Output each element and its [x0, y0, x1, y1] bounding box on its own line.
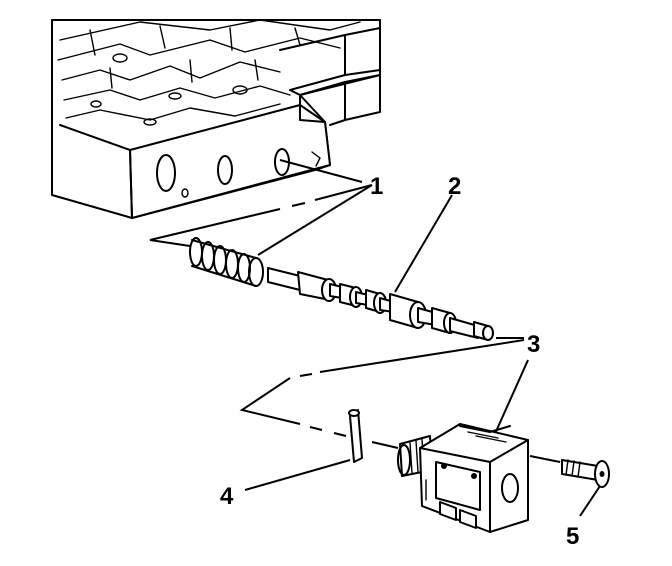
valve-spool-icon	[267, 267, 494, 341]
callout-3: 3	[527, 331, 540, 358]
leader-4	[244, 459, 351, 491]
spring-icon	[189, 237, 264, 287]
leader-3	[239, 337, 529, 449]
callout-2: 2	[448, 173, 461, 200]
solenoid-icon	[397, 423, 529, 533]
bolt-icon	[561, 459, 610, 488]
leader-1	[149, 159, 373, 256]
leader-5	[579, 485, 601, 517]
valve-body-icon	[51, 19, 381, 219]
callout-5: 5	[566, 523, 579, 550]
leader-3b	[529, 455, 561, 463]
callout-4: 4	[220, 483, 234, 510]
callout-1: 1	[370, 173, 383, 200]
leader-2	[394, 194, 453, 293]
pin-icon	[348, 409, 363, 463]
